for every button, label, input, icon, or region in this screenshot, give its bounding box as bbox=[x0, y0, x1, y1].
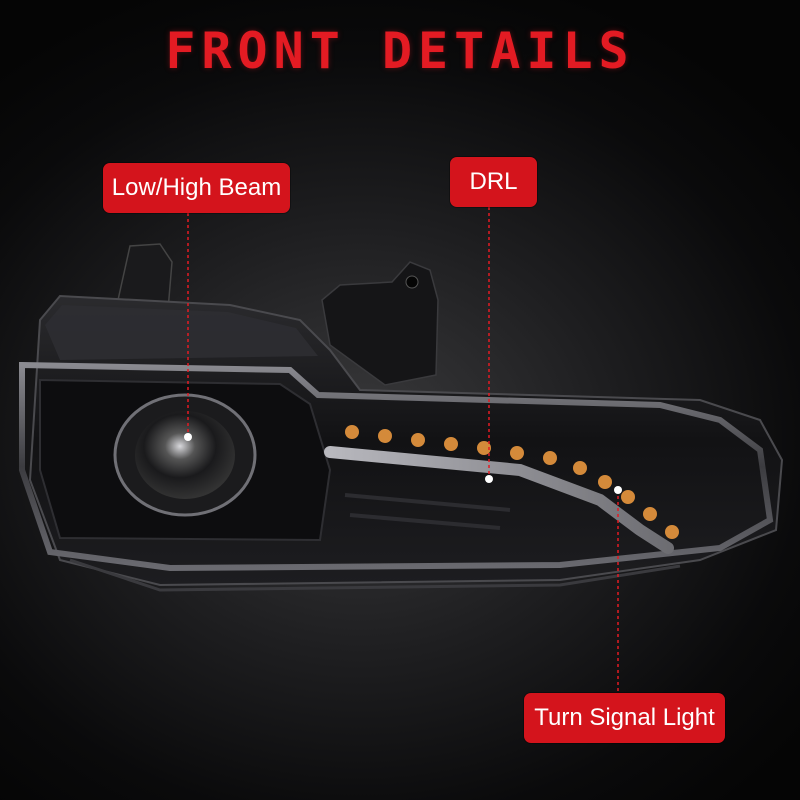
turn-marker-dot bbox=[614, 486, 622, 494]
turn-signal-led-row bbox=[345, 425, 679, 539]
leader-lines bbox=[187, 207, 619, 693]
callout-turn-signal: Turn Signal Light bbox=[524, 693, 725, 743]
bottom-lip bbox=[69, 558, 681, 592]
upper-lens bbox=[45, 305, 318, 360]
beam-marker-dot bbox=[184, 433, 192, 441]
page-title: FRONT DETAILS bbox=[165, 22, 635, 80]
projector-lens bbox=[135, 411, 235, 499]
bracket-hole bbox=[405, 275, 419, 289]
callout-label: DRL bbox=[469, 168, 518, 195]
lower-fins bbox=[344, 493, 511, 530]
chrome-surround bbox=[19, 361, 774, 572]
callout-label: Low/High Beam bbox=[111, 174, 282, 201]
mount-bracket-right bbox=[321, 261, 439, 386]
callout-label: Turn Signal Light bbox=[534, 704, 715, 731]
callout-low-high-beam: Low/High Beam bbox=[103, 163, 290, 213]
drl-marker-dot bbox=[485, 475, 493, 483]
drl-light-guide bbox=[324, 446, 674, 554]
callout-drl: DRL bbox=[450, 157, 537, 207]
